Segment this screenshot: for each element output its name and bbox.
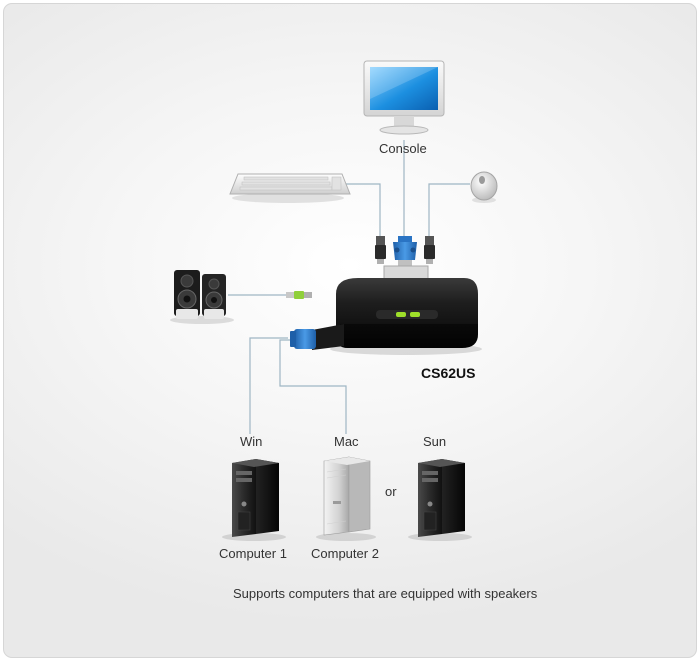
computer2-cable: [279, 339, 347, 434]
usb-connector-mouse-icon: [424, 236, 435, 264]
computer2-tower-icon: [316, 456, 376, 541]
usb-connector-keyboard-icon: [375, 236, 386, 264]
cables: [228, 140, 470, 434]
monitor-icon: [363, 60, 445, 135]
device-model-label: CS62US: [421, 365, 476, 381]
os-sun-label: Sun: [423, 434, 447, 449]
keyboard-cable: [339, 183, 381, 236]
sun-tower-icon: [408, 459, 472, 541]
mouse-icon: [470, 171, 498, 203]
audio-jack-icon: [286, 291, 312, 299]
diagram-frame: Console CS62US Win Mac Sun or Computer 1…: [3, 3, 697, 658]
mouse-cable: [428, 183, 470, 236]
keyboard-icon: [229, 173, 351, 203]
speakers-icon: [170, 270, 234, 324]
diagram-canvas: [170, 60, 498, 541]
computer1-cable: [249, 337, 288, 434]
computer2-label: Computer 2: [311, 546, 379, 561]
vga-connector-icon: [393, 236, 417, 266]
os-mac-label: Mac: [334, 434, 359, 449]
computer1-tower-icon: [222, 459, 286, 541]
kvm-switch-icon: [290, 265, 482, 355]
console-label: Console: [379, 141, 427, 156]
or-label: or: [385, 484, 397, 499]
caption-text: Supports computers that are equipped wit…: [233, 586, 538, 601]
computer1-label: Computer 1: [219, 546, 287, 561]
os-win-label: Win: [240, 434, 263, 449]
